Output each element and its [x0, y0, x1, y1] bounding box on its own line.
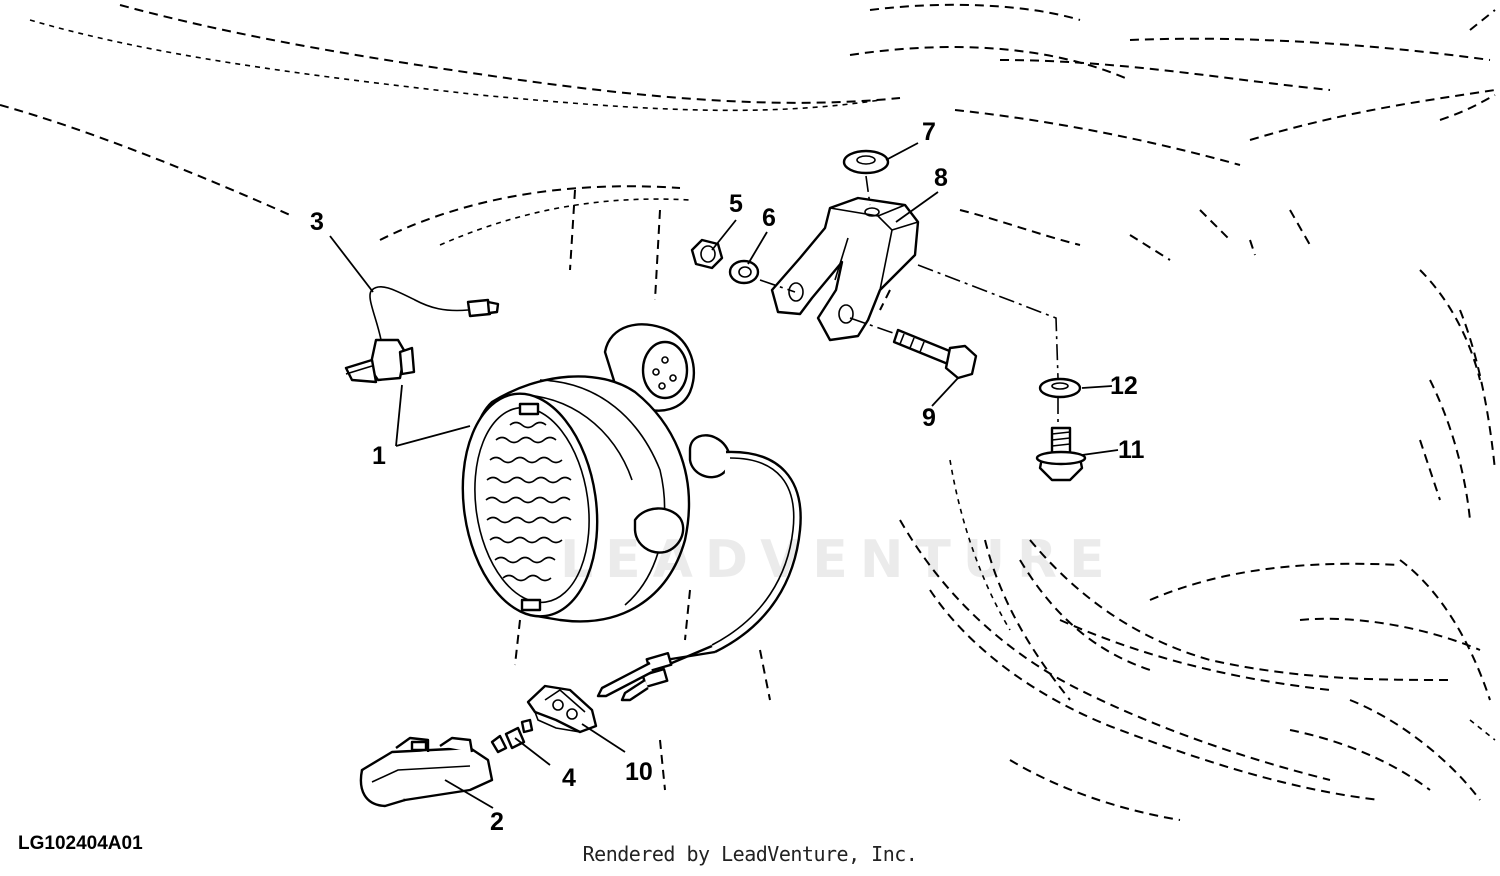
callout-10: 10 — [625, 758, 653, 786]
leader-lines — [329, 142, 1119, 809]
phantom-vehicle-outline — [0, 3, 1496, 821]
watermark: LEADVENTURE — [560, 530, 1117, 590]
callout-1: 1 — [372, 442, 386, 470]
hex-bolt — [892, 328, 978, 380]
assembly-centerlines — [759, 175, 1059, 426]
callout-11: 11 — [1118, 436, 1145, 464]
connector-housing — [359, 736, 494, 808]
callout-7: 7 — [922, 118, 936, 146]
terminal-housing — [526, 684, 598, 734]
flange-cap-screw — [1035, 426, 1087, 482]
bulb-with-lead — [344, 285, 500, 384]
mounting-bracket — [770, 196, 920, 342]
callout-4: 4 — [562, 764, 576, 792]
flat-washer-bottom — [1038, 377, 1082, 399]
callout-labels: 1 2 3 4 5 6 7 8 9 10 11 12 — [310, 118, 1145, 836]
light-harness-cable — [596, 450, 802, 702]
figure-id: LG102404A01 — [18, 833, 143, 854]
callout-3: 3 — [310, 208, 324, 236]
work-light-assembly — [461, 323, 731, 623]
lock-washer — [728, 259, 760, 285]
callout-9: 9 — [922, 404, 936, 432]
callout-8: 8 — [934, 164, 948, 192]
render-credit: Rendered by LeadVenture, Inc. — [582, 842, 918, 866]
flat-washer-top — [842, 149, 890, 175]
terminal-pin — [490, 718, 534, 754]
callout-6: 6 — [762, 204, 776, 232]
callout-5: 5 — [729, 190, 743, 218]
callout-12: 12 — [1110, 372, 1138, 400]
lens-pattern — [485, 421, 572, 582]
callout-2: 2 — [490, 808, 504, 836]
